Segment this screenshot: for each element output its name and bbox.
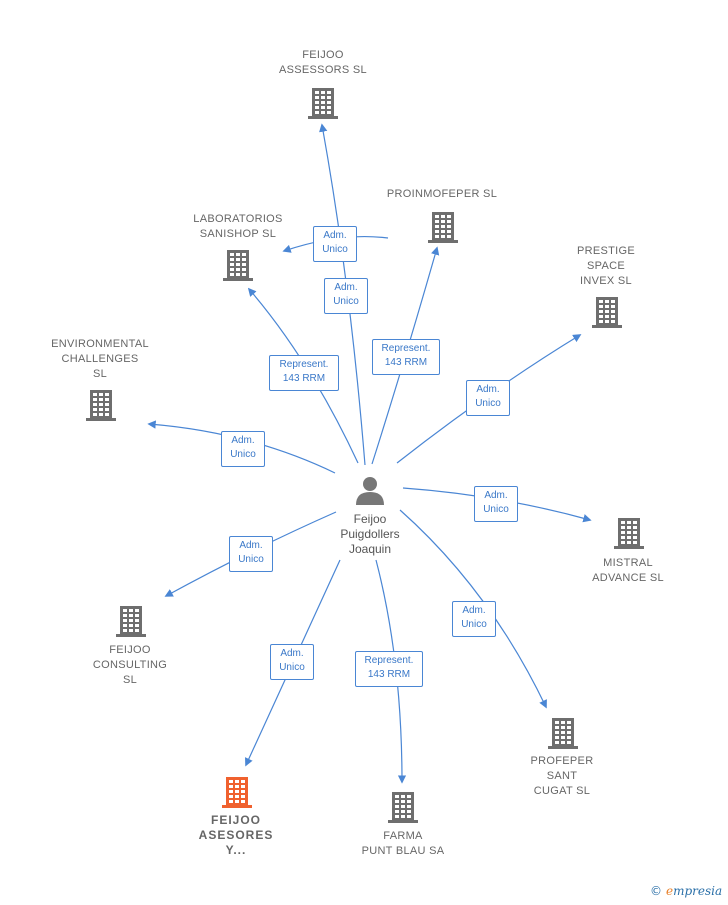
building-icon-proinmofeper[interactable] xyxy=(428,212,458,243)
company-label-feijoo-consulting[interactable]: FEIJOO CONSULTING SL xyxy=(92,644,168,686)
company-label-laboratorios-sanishop[interactable]: LABORATORIOS SANISHOP SL xyxy=(193,213,283,240)
brand-watermark: © empresia xyxy=(650,884,722,898)
relation-box-rel-farma: Represent. 143 RRM xyxy=(355,651,423,687)
relation-box-rel-assessors: Adm. Unico xyxy=(313,226,357,262)
relation-box-rel-consulting: Adm. Unico xyxy=(229,536,273,572)
center-person-label: Feijoo Puigdollers Joaquin xyxy=(340,512,400,556)
building-icon-profeper[interactable] xyxy=(548,718,578,749)
building-icon-farma-punt-blau[interactable] xyxy=(388,792,418,823)
company-label-feijoo-asesores[interactable]: FEIJOO ASESORES Y... xyxy=(198,813,274,857)
company-label-farma-punt-blau[interactable]: FARMA PUNT BLAU SA xyxy=(361,830,445,857)
building-icon-environmental[interactable] xyxy=(86,390,116,421)
company-label-prestige-space[interactable]: PRESTIGE SPACE INVEX SL xyxy=(576,245,636,287)
relation-box-rel-sanishop-adm: Adm. Unico xyxy=(324,278,368,314)
copyright-symbol: © xyxy=(650,884,662,898)
building-icon-feijoo-consulting[interactable] xyxy=(116,606,146,637)
company-label-feijoo-assessors[interactable]: FEIJOO ASSESSORS SL xyxy=(279,49,367,76)
relation-box-rel-prestige: Adm. Unico xyxy=(466,380,510,416)
company-label-environmental[interactable]: ENVIRONMENTAL CHALLENGES SL xyxy=(51,338,149,380)
relation-box-rel-proinmofeper: Represent. 143 RRM xyxy=(372,339,440,375)
building-icon-laboratorios-sanishop[interactable] xyxy=(223,250,253,281)
building-icon-prestige-space[interactable] xyxy=(592,297,622,328)
building-icon-feijoo-assessors[interactable] xyxy=(308,88,338,119)
building-icon-mistral-advance[interactable] xyxy=(614,518,644,549)
brand-initial: e xyxy=(666,884,674,898)
company-label-proinmofeper[interactable]: PROINMOFEPER SL xyxy=(386,188,498,200)
relation-box-rel-asesores: Adm. Unico xyxy=(270,644,314,680)
person-icon[interactable] xyxy=(356,477,384,505)
edge-profeper xyxy=(399,509,547,709)
brand-name: mpresia xyxy=(673,884,723,898)
relation-box-rel-sanishop-rep: Represent. 143 RRM xyxy=(269,355,339,391)
company-label-mistral-advance[interactable]: MISTRAL ADVANCE SL xyxy=(592,557,664,584)
building-icon-feijoo-asesores[interactable] xyxy=(222,777,252,808)
relation-box-rel-environmental: Adm. Unico xyxy=(221,431,265,467)
relation-box-rel-profeper: Adm. Unico xyxy=(452,601,496,637)
company-label-profeper[interactable]: PROFEPER SANT CUGAT SL xyxy=(530,755,594,797)
relation-box-rel-mistral: Adm. Unico xyxy=(474,486,518,522)
